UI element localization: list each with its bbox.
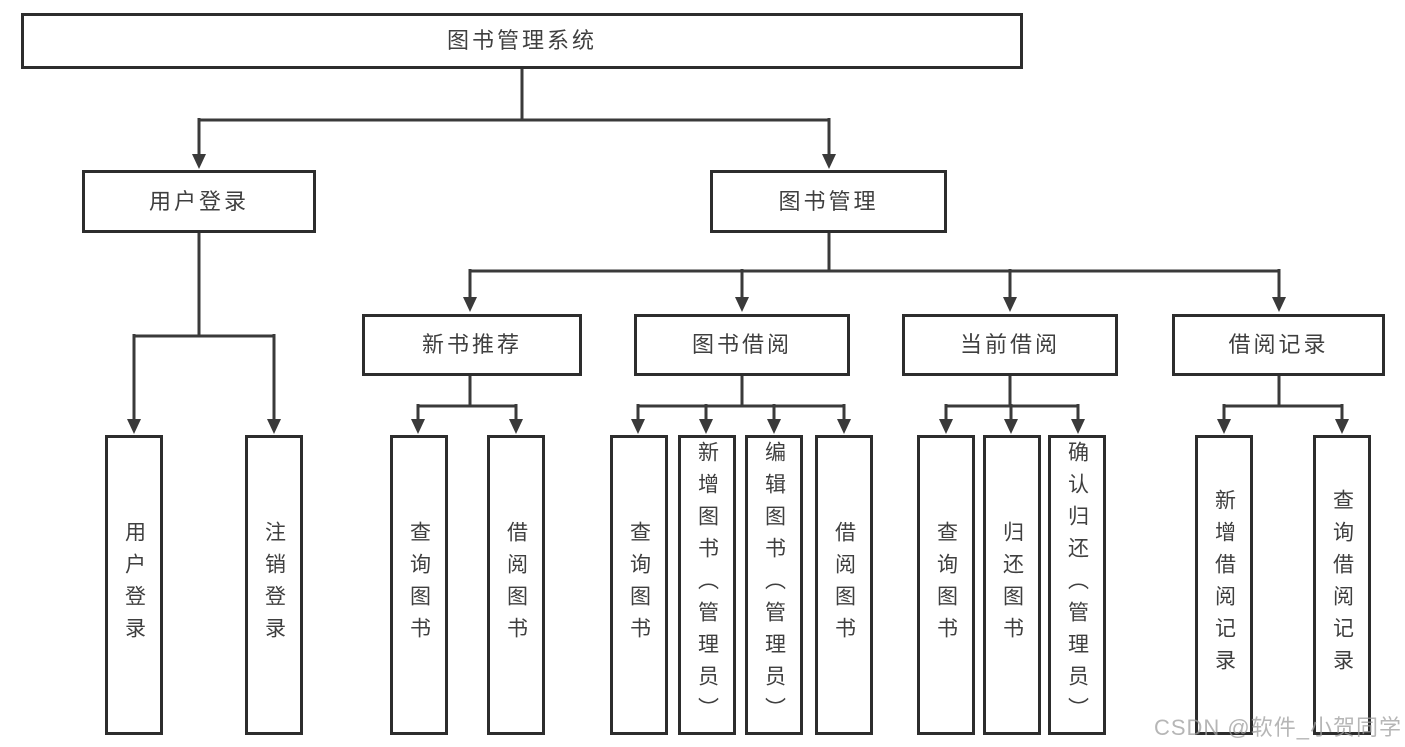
node-leaf-borrow-books-1-label: 借阅图书	[504, 521, 528, 649]
root-connectors	[192, 68, 836, 169]
node-book-management-label: 图书管理	[778, 188, 879, 214]
node-leaf-confirm-return-admin-label: 确认归还（管理员）	[1065, 441, 1089, 729]
node-leaf-user-login: 用户登录	[105, 435, 163, 735]
node-leaf-query-books-2: 查询图书	[610, 435, 668, 735]
node-leaf-logout: 注销登录	[245, 435, 303, 735]
node-book-management: 图书管理	[710, 170, 947, 233]
borrow-record-connectors	[1217, 376, 1349, 434]
node-leaf-logout-label: 注销登录	[262, 521, 286, 649]
node-book-borrow-label: 图书借阅	[691, 332, 792, 357]
node-current-borrow-label: 当前借阅	[959, 332, 1060, 357]
node-user-login-label: 用户登录	[148, 188, 249, 214]
node-borrow-record: 借阅记录	[1172, 314, 1385, 376]
book-management-branch-connectors	[463, 233, 1286, 312]
node-leaf-query-borrow-record-label: 查询借阅记录	[1330, 489, 1354, 681]
node-leaf-add-books-admin-label: 新增图书（管理员）	[695, 441, 719, 729]
node-leaf-borrow-books-2-label: 借阅图书	[832, 521, 856, 649]
book-borrow-connectors	[631, 376, 851, 434]
node-leaf-edit-books-admin-label: 编辑图书（管理员）	[762, 441, 786, 729]
user-login-branch-connectors	[127, 233, 281, 434]
node-new-book-recommend: 新书推荐	[362, 314, 582, 376]
new-book-recommend-connectors	[411, 376, 523, 434]
node-leaf-borrow-books-2: 借阅图书	[815, 435, 873, 735]
node-leaf-add-books-admin: 新增图书（管理员）	[678, 435, 736, 735]
node-leaf-user-login-label: 用户登录	[122, 521, 146, 649]
node-current-borrow: 当前借阅	[902, 314, 1118, 376]
node-borrow-record-label: 借阅记录	[1228, 332, 1329, 357]
node-book-borrow: 图书借阅	[634, 314, 850, 376]
node-root-label: 图书管理系统	[446, 28, 597, 53]
current-borrow-connectors	[939, 376, 1085, 434]
node-user-login: 用户登录	[82, 170, 316, 233]
node-root: 图书管理系统	[21, 13, 1023, 69]
node-leaf-query-books-1-label: 查询图书	[407, 521, 431, 649]
csdn-watermark: CSDN @软件_小贺同学	[1153, 715, 1402, 740]
node-leaf-query-borrow-record: 查询借阅记录	[1313, 435, 1371, 735]
node-leaf-edit-books-admin: 编辑图书（管理员）	[745, 435, 803, 735]
node-leaf-borrow-books-1: 借阅图书	[487, 435, 545, 735]
node-new-book-recommend-label: 新书推荐	[421, 332, 522, 357]
node-leaf-confirm-return-admin: 确认归还（管理员）	[1048, 435, 1106, 735]
node-leaf-add-borrow-record: 新增借阅记录	[1195, 435, 1253, 735]
node-leaf-query-books-2-label: 查询图书	[627, 521, 651, 649]
node-leaf-return-books: 归还图书	[983, 435, 1041, 735]
node-leaf-add-borrow-record-label: 新增借阅记录	[1212, 489, 1236, 681]
node-leaf-query-books-1: 查询图书	[390, 435, 448, 735]
node-leaf-query-books-3: 查询图书	[917, 435, 975, 735]
node-leaf-query-books-3-label: 查询图书	[934, 521, 958, 649]
node-leaf-return-books-label: 归还图书	[1000, 521, 1024, 649]
